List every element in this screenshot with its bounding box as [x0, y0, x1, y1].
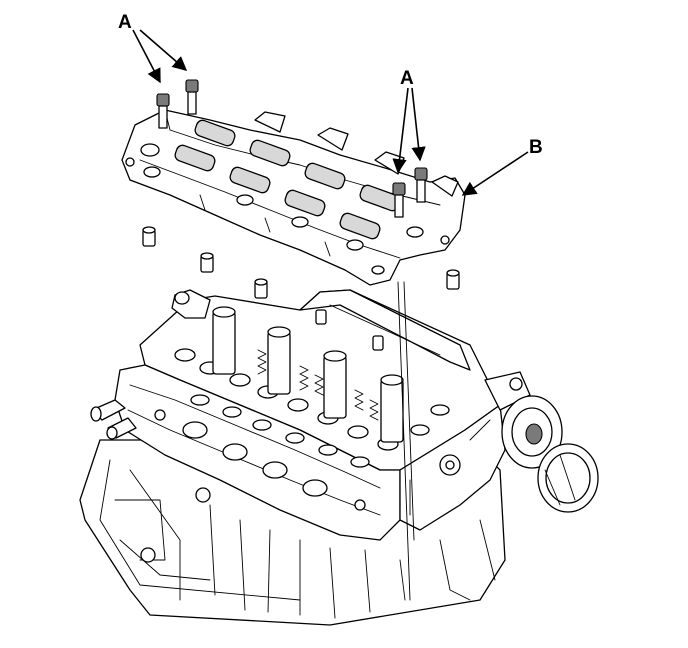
valve-springs [174, 348, 450, 468]
locating-line [397, 281, 411, 601]
spark-plug-tubes [212, 306, 404, 443]
rocker-arms [174, 119, 401, 240]
cam-pulley [484, 371, 599, 513]
cylinder-head [90, 289, 506, 541]
callout-a-right: A [400, 68, 414, 89]
callout-leaders [132, 29, 529, 196]
mounting-bolts [156, 79, 428, 218]
callout-b: B [529, 137, 543, 158]
rocker-arm-assembly [121, 79, 466, 286]
callout-a-left: A [118, 12, 132, 33]
dowel-pins [142, 226, 460, 299]
